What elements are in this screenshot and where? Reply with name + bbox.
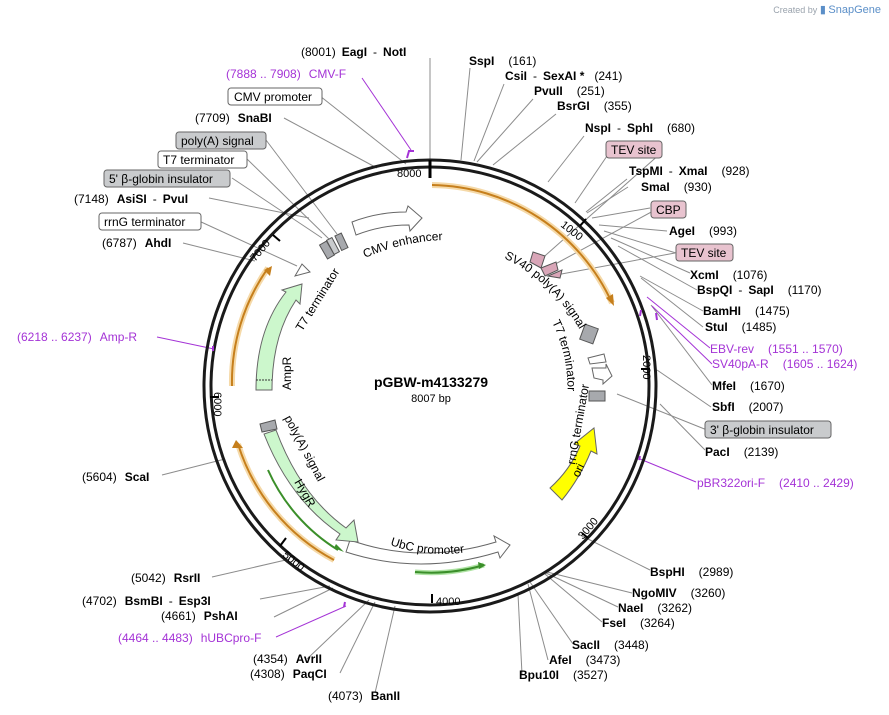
site-label: BsrGI(355): [557, 99, 632, 113]
site-label: (4354)AvrII: [253, 652, 322, 666]
primer-label: (6218 .. 6237)Amp-R: [17, 330, 137, 344]
site-label: AgeI(993): [669, 224, 737, 238]
feature-label: poly(A) signal: [181, 134, 254, 148]
hygr-arrow: [263, 429, 359, 543]
site-label: (4308)PaqCI: [250, 667, 327, 681]
primer-labels: (7888 .. 7908)CMV-F EBV-rev(1551 .. 1570…: [17, 67, 857, 645]
watermark: Created by ▮ SnapGene: [773, 3, 881, 16]
site-label: StuI(1485): [705, 320, 776, 334]
feature-label: 5' β-globin insulator: [109, 172, 213, 186]
feature-label: CMV promoter: [234, 90, 312, 104]
rrng-term-arrow: [591, 363, 613, 386]
cbp-mark: [540, 261, 559, 277]
tick-label: 2000: [640, 355, 652, 379]
tev-site-mark-2: [546, 269, 563, 279]
feature-label: rrnG terminator: [104, 215, 185, 229]
tick-label: 5000: [280, 549, 306, 574]
plasmid-length: 8007 bp: [411, 393, 451, 405]
site-label: AfeI(3473): [549, 653, 620, 667]
insulator-right-box: [588, 390, 606, 402]
restriction-sites: (8001)EagI-NotI SspI(161) CsiI-SexAI *(2…: [74, 45, 821, 703]
site-label: Bpu10I(3527): [519, 668, 608, 682]
watermark-prefix: Created by: [773, 5, 818, 15]
tick-label: 8000: [397, 168, 421, 180]
arc-label-ampr: AmpR: [280, 356, 294, 390]
site-label: BamHI(1475): [703, 304, 790, 318]
feature-label: 3' β-globin insulator: [710, 423, 814, 437]
site-label: (6787)AhdI: [102, 236, 171, 250]
primer-label: (7888 .. 7908)CMV-F: [226, 67, 346, 81]
polya-gray-box: [259, 419, 278, 433]
site-label: MfeI(1670): [712, 379, 785, 393]
site-label: SmaI(930): [641, 180, 712, 194]
site-label: SbfI(2007): [712, 400, 783, 414]
tick-label: 7000: [248, 237, 273, 263]
cmv-enhancer-arrow: [351, 205, 423, 236]
tick-label: 1000: [558, 219, 585, 244]
feature-label: TEV site: [611, 143, 657, 157]
site-label: PacI(2139): [705, 445, 778, 459]
site-label: NspI-SphI(680): [585, 121, 695, 135]
site-label: (4073)BanII: [328, 689, 400, 703]
primer-leaders: [156, 77, 713, 638]
arc-label-t7-terminator-right: T7 terminator: [549, 317, 578, 391]
site-label: CsiI-SexAI *(241): [505, 69, 622, 83]
site-label: SacII(3448): [572, 638, 649, 652]
polya-mark: [334, 232, 349, 252]
site-label: (7709)SnaBI: [195, 111, 272, 125]
site-label: BspHI(2989): [650, 565, 733, 579]
site-label: (7148)AsiSI-PvuI: [74, 192, 188, 206]
site-label: XcmI(1076): [690, 268, 767, 282]
arc-label-ori: ori: [569, 461, 587, 479]
site-label: PvuII(251): [534, 84, 605, 98]
tick-label: 4000: [436, 596, 460, 608]
ubc-promoter-arrow: [345, 534, 511, 565]
insulator-mark: [325, 236, 341, 256]
t7-term-right-arrow: [587, 353, 607, 365]
primer-label: pBR322ori-F(2410 .. 2429): [697, 476, 854, 490]
plasmid-name: pGBW-m4133279: [374, 374, 488, 390]
primer-label: SV40pA-R(1605 .. 1624): [712, 357, 857, 371]
site-label: NaeI(3262): [618, 601, 692, 615]
ampr-arrow: [255, 283, 303, 391]
site-label: SspI(161): [469, 54, 536, 68]
arc-label-sv40-polya: SV40 poly(A) signal: [503, 248, 590, 331]
primer-marks: [212, 150, 658, 608]
site-label: (5042)RsrII: [131, 571, 200, 585]
site-label: NgoMIV(3260): [632, 586, 725, 600]
orf-arcs: [228, 182, 615, 576]
primer-label: EBV-rev(1551 .. 1570): [710, 342, 843, 356]
ori-arrow: [549, 427, 598, 501]
site-label: (8001)EagI-NotI: [301, 45, 406, 59]
leader-lines: [161, 58, 713, 694]
feature-arrows: [255, 205, 613, 565]
site-label: (5604)ScaI: [82, 470, 149, 484]
boxed-feature-labels: CMV promoter poly(A) signal T7 terminato…: [98, 87, 832, 439]
watermark-brand: SnapGene: [828, 4, 881, 16]
t7-term-left-arrow: [293, 263, 311, 277]
site-label: (4661)PshAI: [161, 609, 238, 623]
site-label: TspMI-XmaI(928): [629, 164, 749, 178]
site-label: (4702)BsmBI-Esp3I: [82, 594, 211, 608]
feature-label: CBP: [656, 203, 681, 217]
arc-label-cmv-enhancer: CMV enhancer: [361, 229, 443, 261]
site-label: FseI(3264): [602, 616, 675, 630]
sv40-polya-box: [579, 323, 599, 345]
feature-label: TEV site: [681, 246, 727, 260]
primer-label: (4464 .. 4483)hUBCpro-F: [118, 631, 261, 645]
feature-label: T7 terminator: [163, 153, 234, 167]
snapgene-logo-icon: ▮: [819, 4, 826, 16]
tick-label: 6000: [211, 392, 223, 416]
site-label: BspQI-SapI(1170): [697, 283, 821, 297]
